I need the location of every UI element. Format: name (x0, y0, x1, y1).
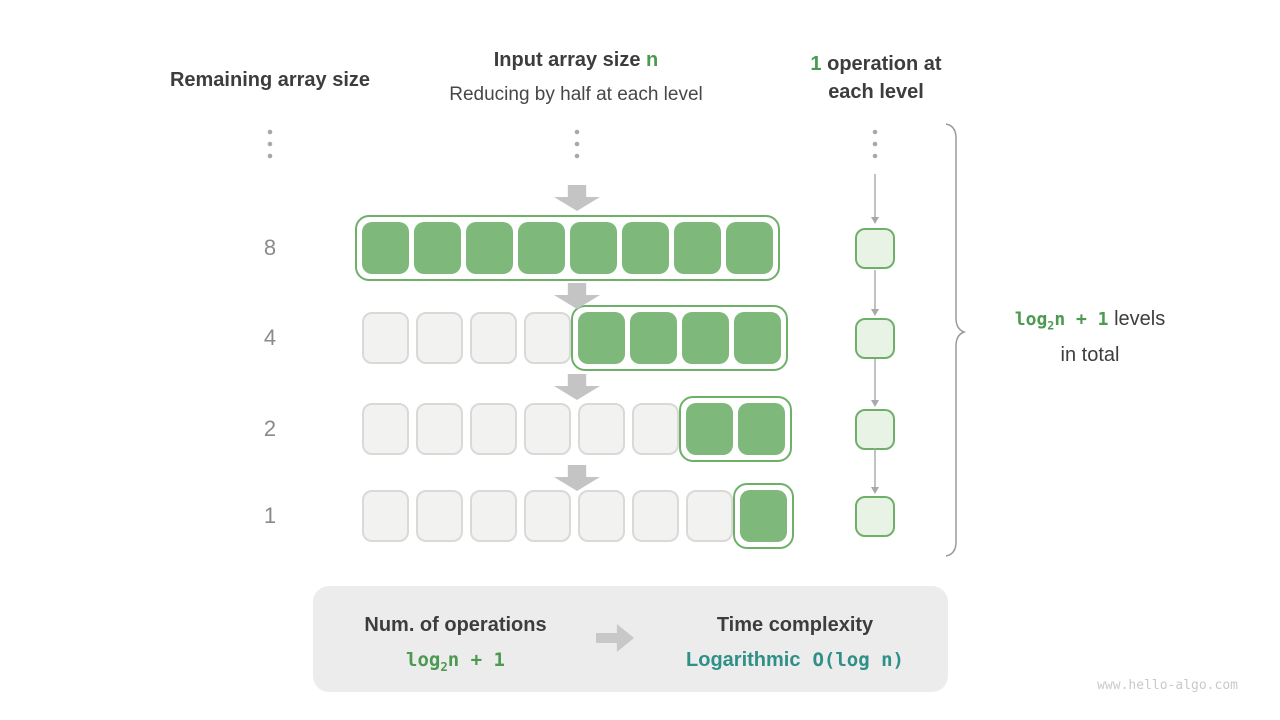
summary-operations-title: Num. of operations (364, 614, 547, 636)
array-cell-discarded (362, 403, 409, 455)
array-cell-active (682, 312, 729, 364)
array-cell-active (630, 312, 677, 364)
array-cell-active (674, 222, 721, 274)
summary-complexity-code: O(log n) (812, 649, 904, 671)
header-remaining-array-size: Remaining array size (169, 69, 371, 91)
ellipsis-dots (267, 129, 878, 159)
summary-operations-column: Num. of operations log2n + 1 (333, 586, 578, 679)
ellipsis-dot (872, 153, 878, 159)
array-row (362, 396, 792, 462)
row-size-label: 2 (263, 416, 277, 441)
header-one-operation-num: 1 (810, 53, 822, 75)
ellipsis-dot (574, 129, 580, 135)
ellipsis-dot (872, 141, 878, 147)
summary-arrow-icon (596, 624, 634, 652)
ellipsis-dot (872, 129, 878, 135)
array-cell-active (362, 222, 409, 274)
array-cell-discarded (632, 490, 679, 542)
array-cell-discarded (362, 490, 409, 542)
array-cell-active (740, 490, 787, 542)
array-cell-active (466, 222, 513, 274)
array-cell-discarded (470, 403, 517, 455)
array-row (362, 305, 788, 371)
header-one-operation-text: operation at (821, 53, 942, 75)
array-row (355, 215, 780, 281)
ellipsis-dot (267, 129, 273, 135)
array-cell-discarded (632, 403, 679, 455)
ellipsis-dot (574, 141, 580, 147)
header-one-operation: 1 operation at each level (756, 50, 996, 106)
array-cell-active (726, 222, 773, 274)
levels-formula: log2n + 1 (1014, 309, 1109, 333)
active-subarray-container (733, 483, 794, 549)
array-cell-discarded (416, 312, 463, 364)
header-one-operation-line2: each level (828, 81, 924, 103)
summary-operations-formula: log2n + 1 (406, 649, 505, 674)
array-cell-active (518, 222, 565, 274)
connector-arrowhead-icon (871, 309, 879, 316)
summary-complexity-word: Logarithmic (686, 649, 801, 671)
header-input-array-size: Input array size n (426, 46, 726, 74)
levels-annotation: log2n + 1 levels in total (985, 305, 1195, 370)
array-cell-active (570, 222, 617, 274)
header-input-array-size-text: Input array size (493, 49, 647, 71)
operation-square (855, 228, 895, 269)
watermark: www.hello-algo.com (1097, 678, 1238, 693)
array-cell-active (738, 403, 785, 455)
row-size-label: 1 (263, 503, 277, 528)
array-cell-discarded (686, 490, 733, 542)
array-cell-discarded (524, 403, 571, 455)
header-input-array-size-var: n (646, 49, 659, 71)
row-size-label: 4 (263, 325, 277, 350)
array-cell-discarded (470, 490, 517, 542)
array-cell-discarded (362, 312, 409, 364)
array-cell-active (414, 222, 461, 274)
row-size-label: 8 (263, 235, 277, 260)
active-subarray-container (679, 396, 792, 462)
array-row (362, 483, 794, 549)
array-cell-active (734, 312, 781, 364)
array-cell-discarded (416, 403, 463, 455)
operation-square (855, 318, 895, 359)
active-subarray-container (355, 215, 780, 281)
array-cell-active (686, 403, 733, 455)
operation-square (855, 496, 895, 537)
array-cell-discarded (524, 490, 571, 542)
array-cell-discarded (578, 403, 625, 455)
active-subarray-container (571, 305, 788, 371)
operation-square (855, 409, 895, 450)
header-reducing-subtitle: Reducing by half at each level (449, 84, 703, 105)
summary-complexity-title: Time complexity (716, 614, 874, 636)
halving-arrow-icon (554, 185, 600, 211)
summary-complexity-column: Time complexity Logarithmic O(log n) (650, 586, 940, 673)
connector-arrowhead-icon (871, 400, 879, 407)
connector-arrowhead-icon (871, 487, 879, 494)
levels-text-line2: in total (1060, 343, 1120, 366)
levels-text: levels (1108, 308, 1166, 330)
summary-box: Num. of operations log2n + 1 Time comple… (313, 586, 948, 692)
array-cell-active (622, 222, 669, 274)
connector-arrowhead-icon (871, 217, 879, 224)
array-cell-discarded (416, 490, 463, 542)
ellipsis-dot (267, 141, 273, 147)
ellipsis-dot (574, 153, 580, 159)
levels-brace (945, 123, 967, 557)
array-cell-discarded (524, 312, 571, 364)
array-cell-discarded (578, 490, 625, 542)
array-cell-active (578, 312, 625, 364)
ellipsis-dot (267, 153, 273, 159)
array-cell-discarded (470, 312, 517, 364)
